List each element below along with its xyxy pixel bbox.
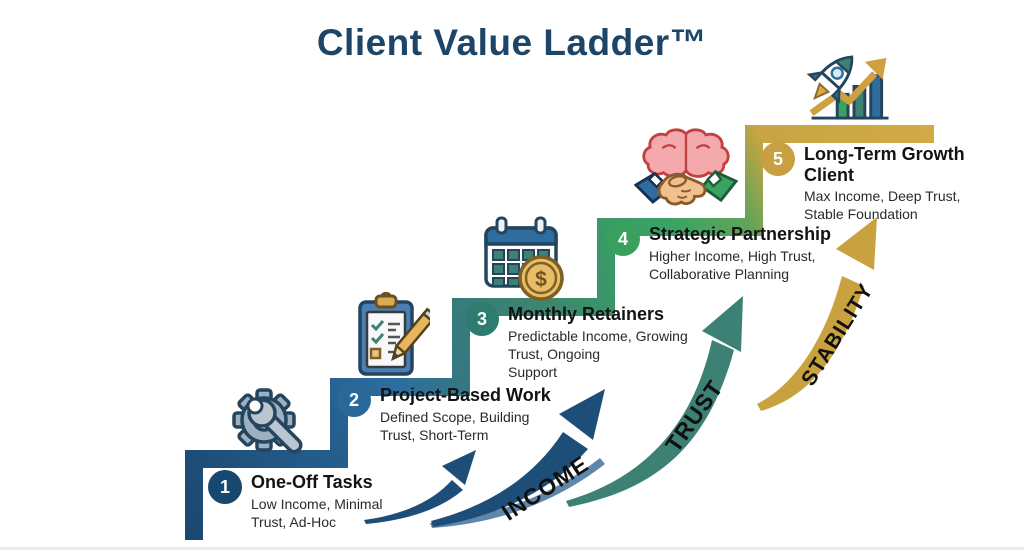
- brain-handshake-icon: [633, 124, 739, 217]
- clipboard-checklist-icon: [348, 291, 438, 383]
- step-title: Long-Term Growth Client: [804, 144, 965, 185]
- step-description: Defined Scope, Building Trust, Short-Ter…: [380, 408, 530, 443]
- staircase-path: [185, 125, 934, 540]
- step-title: Monthly Retainers: [508, 304, 665, 324]
- stability-arrow: [757, 217, 877, 411]
- rocket-growth-chart-icon: [803, 48, 903, 127]
- step-number-badge: 4: [606, 222, 640, 256]
- gear-wrench-icon: [226, 374, 310, 463]
- step-number-badge: 3: [465, 302, 499, 336]
- step-number-badge: 2: [337, 383, 371, 417]
- step-description: Predictable Income, Growing Trust, Ongoi…: [508, 327, 688, 380]
- step-description: Higher Income, High Trust, Collaborative…: [649, 247, 816, 282]
- step-title: Project-Based Work: [380, 385, 551, 405]
- step-number-badge: 1: [208, 470, 242, 504]
- step-title: Strategic Partnership: [649, 224, 832, 244]
- small-rise-arrow: [364, 450, 476, 524]
- calendar-money-icon: $: [481, 212, 567, 307]
- step-description: Low Income, Minimal Trust, Ad-Hoc: [251, 495, 383, 530]
- step-description: Max Income, Deep Trust, Stable Foundatio…: [804, 188, 961, 223]
- step-3-monthly-retainers: 3 Monthly Retainers Predictable Income, …: [465, 302, 710, 381]
- step-5-long-term-growth-client: 5 Long-Term Growth Client Max Income, De…: [761, 142, 976, 224]
- step-2-project-based-work: 2 Project-Based Work Defined Scope, Buil…: [337, 383, 552, 445]
- step-4-strategic-partnership: 4 Strategic Partnership Higher Income, H…: [606, 222, 836, 284]
- svg-text:$: $: [535, 268, 547, 291]
- step-number-badge: 5: [761, 142, 795, 176]
- income-arrow: [430, 389, 605, 528]
- page-title: Client Value Ladder™: [316, 22, 708, 63]
- floor-line: [0, 547, 1024, 550]
- step-title: One-Off Tasks: [251, 472, 373, 492]
- trust-arrow: [566, 296, 743, 507]
- step-1-one-off-tasks: 1 One-Off Tasks Low Income, Minimal Trus…: [208, 470, 408, 532]
